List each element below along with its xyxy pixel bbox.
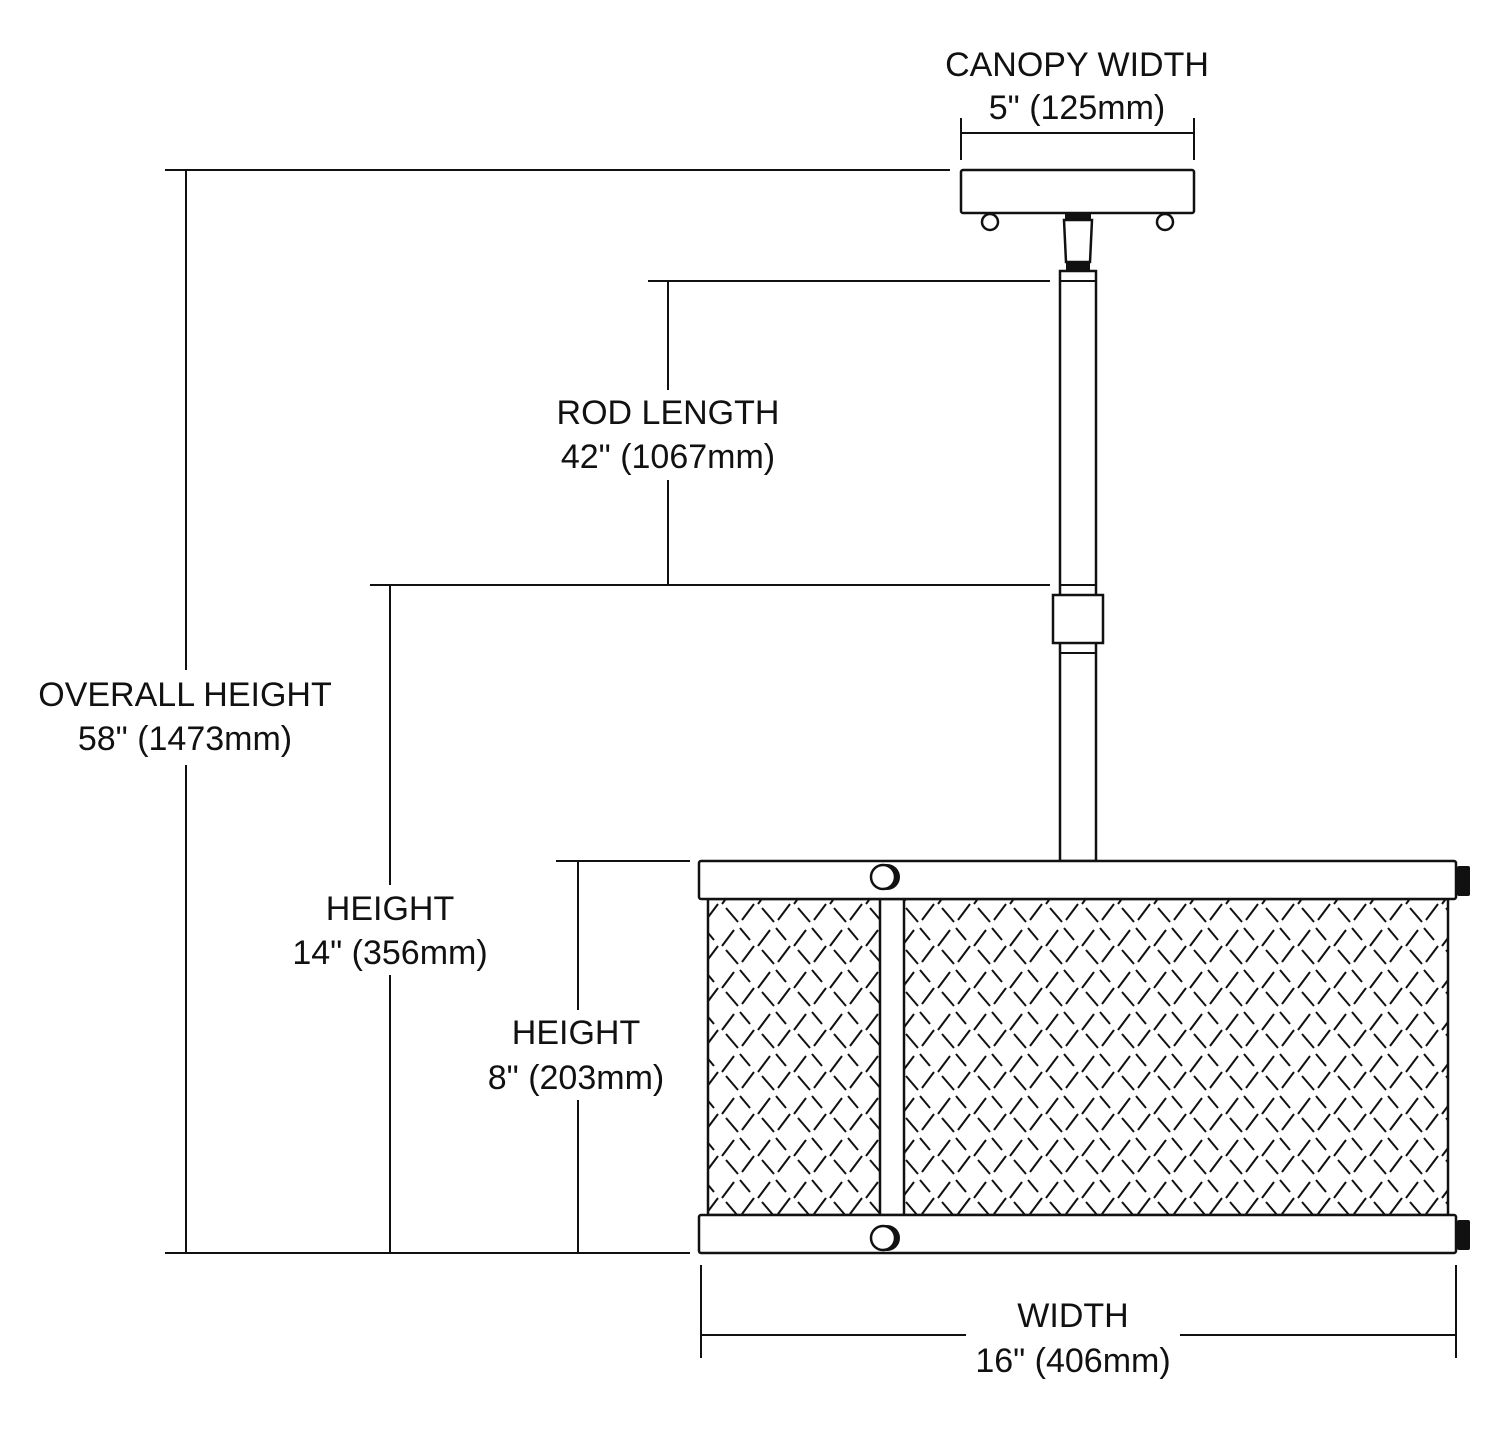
height-with-rod-dimension: HEIGHT 14" (356mm) xyxy=(280,585,500,1253)
canopy-width-dimension: CANOPY WIDTH 5" (125mm) xyxy=(945,46,1209,160)
shade-height-value: 8" (203mm) xyxy=(488,1059,664,1097)
width-dimension: WIDTH 16" (406mm) xyxy=(700,1265,1457,1380)
rod-length-label: ROD LENGTH xyxy=(557,394,780,432)
width-label: WIDTH xyxy=(1017,1297,1128,1335)
width-value: 16" (406mm) xyxy=(975,1342,1170,1380)
rod-length-dimension: ROD LENGTH 42" (1067mm) xyxy=(370,280,1050,586)
top-finial-knob xyxy=(869,863,900,891)
shade-height-dimension: HEIGHT 8" (203mm) xyxy=(478,860,690,1253)
height-with-rod-label: HEIGHT xyxy=(326,890,454,928)
downrod xyxy=(1051,269,1105,863)
bottom-finial-knob xyxy=(869,1224,900,1252)
shade-height-label: HEIGHT xyxy=(512,1014,640,1052)
canopy-width-value: 5" (125mm) xyxy=(989,89,1165,127)
overall-height-value: 58" (1473mm) xyxy=(78,720,292,758)
canopy-width-label: CANOPY WIDTH xyxy=(945,46,1209,84)
overall-height-dimension: OVERALL HEIGHT 58" (1473mm) xyxy=(20,169,950,1254)
rod-length-value: 42" (1067mm) xyxy=(561,438,775,476)
canopy xyxy=(959,168,1196,271)
height-with-rod-value: 14" (356mm) xyxy=(292,934,487,972)
pendant-shade xyxy=(697,859,1470,1255)
overall-height-label: OVERALL HEIGHT xyxy=(38,676,331,714)
